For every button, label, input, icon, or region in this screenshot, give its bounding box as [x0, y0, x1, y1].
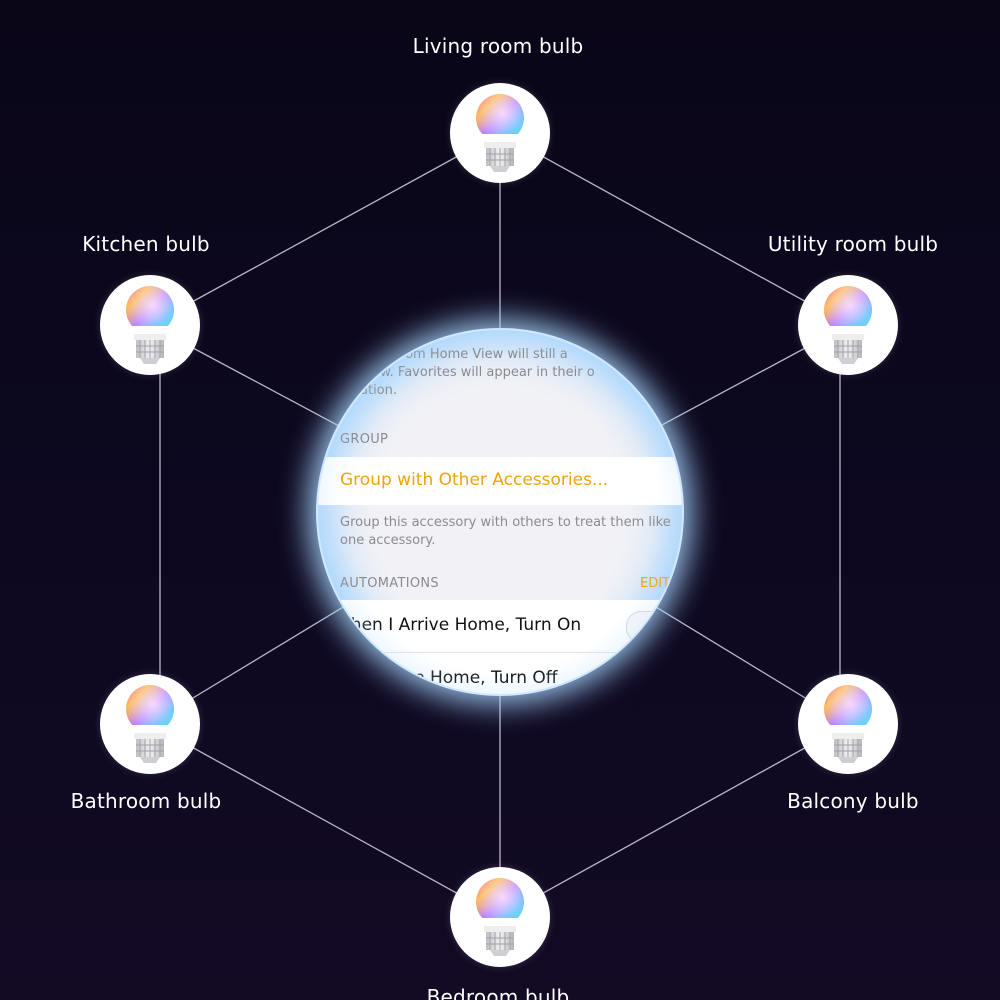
bulb-node-balcony[interactable]: [798, 674, 898, 774]
bulb-node-utility[interactable]: [798, 275, 898, 375]
automation-arrive-home-toggle[interactable]: [626, 611, 678, 643]
link-bathroom-bedroom: [149, 723, 501, 918]
automations-section-header: AUTOMATIONS: [340, 576, 439, 591]
bulb-node-kitchen[interactable]: [100, 275, 200, 375]
accessory-settings-panel: ten from Home View will still a View. Fa…: [318, 330, 682, 694]
automation-row-1[interactable]: When I Arrive Home, Turn On: [318, 600, 682, 653]
favorites-note-line-3: ation.: [360, 383, 398, 398]
automation-row-2[interactable]: Leave Home, Turn Off: [318, 653, 682, 694]
light-bulb-icon: [823, 684, 873, 764]
bulb-node-bathroom[interactable]: [100, 674, 200, 774]
group-row[interactable]: Group with Other Accessories...: [318, 457, 682, 505]
node-label-kitchen: Kitchen bulb: [82, 232, 210, 256]
group-section-header: GROUP: [340, 432, 389, 447]
favorites-note-line-2: View. Favorites will appear in their o: [360, 365, 595, 380]
node-label-living: Living room bulb: [412, 34, 584, 58]
light-bulb-icon: [125, 684, 175, 764]
link-living-utility: [499, 132, 849, 326]
group-note-line-2: one accessory.: [340, 533, 436, 548]
light-bulb-icon: [823, 285, 873, 365]
favorites-note-line-1: ten from Home View will still a: [370, 347, 568, 362]
group-note-line-1: Group this accessory with others to trea…: [340, 515, 671, 530]
link-living-kitchen: [149, 132, 501, 326]
node-label-bathroom: Bathroom bulb: [70, 789, 222, 813]
node-label-balcony: Balcony bulb: [787, 789, 919, 813]
automation-leave-home-label: Leave Home, Turn Off: [374, 668, 558, 688]
node-label-bedroom: Bedroom bulb: [426, 985, 570, 1000]
magnifier-lens: ten from Home View will still a View. Fa…: [318, 330, 682, 694]
node-label-utility: Utility room bulb: [767, 232, 939, 256]
bulb-node-bedroom[interactable]: [450, 867, 550, 967]
group-with-accessories-button[interactable]: Group with Other Accessories...: [340, 470, 609, 490]
automations-edit-button[interactable]: EDIT: [640, 576, 670, 591]
light-bulb-icon: [125, 285, 175, 365]
light-bulb-icon: [475, 93, 525, 173]
light-bulb-icon: [475, 877, 525, 957]
bulb-node-living[interactable]: [450, 83, 550, 183]
automation-arrive-home-label: When I Arrive Home, Turn On: [334, 615, 582, 635]
link-balcony-bedroom: [499, 723, 849, 918]
